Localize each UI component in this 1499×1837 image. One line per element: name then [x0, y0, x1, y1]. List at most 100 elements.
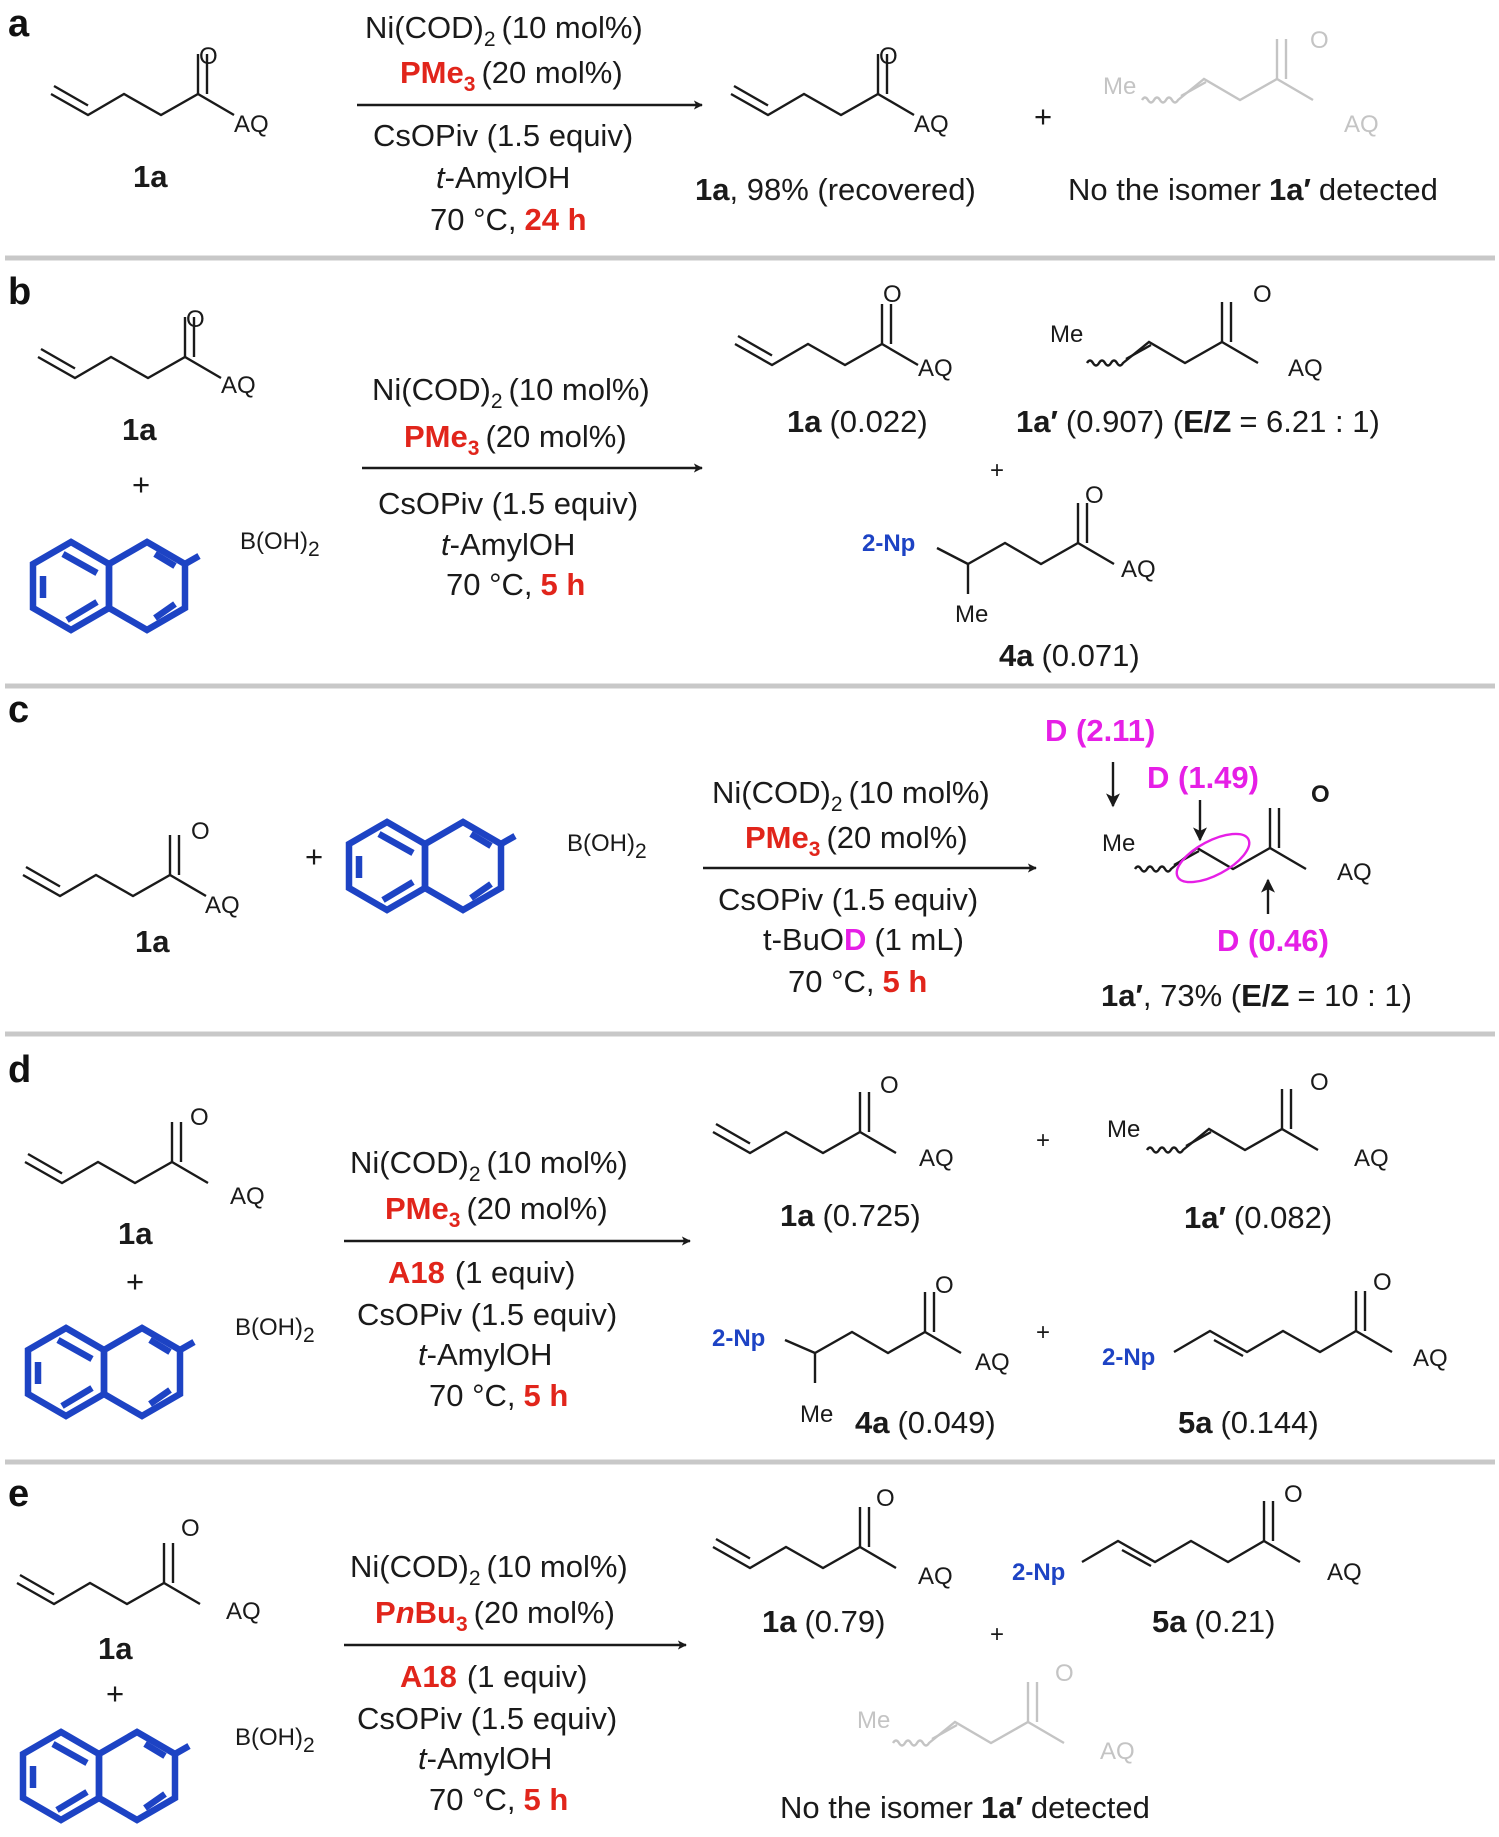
aq-label: AQ	[1337, 859, 1372, 886]
oxygen-label: O	[186, 306, 205, 333]
additive: A18(1 equiv)	[400, 1659, 587, 1694]
aq-label: AQ	[914, 111, 949, 138]
panel-label-b: b	[8, 271, 31, 313]
base: CsOPiv (1.5 equiv)	[718, 882, 978, 917]
naphthyl-label: 2-Np	[712, 1325, 765, 1352]
methyl-label: Me	[1107, 1116, 1140, 1143]
conditions-c: Ni(COD)2(10 mol%) PMe3(20 mol%) CsOPiv (…	[703, 775, 1037, 999]
catalyst: Ni(COD)2(10 mol%)	[712, 775, 990, 816]
temperature-time: 70 °C,5 h	[788, 964, 927, 999]
naphthylboronic-acid: B(OH)2	[28, 1314, 315, 1416]
ligand: PMe3(20 mol%)	[400, 55, 623, 96]
methyl-label: Me	[857, 1707, 890, 1734]
aq-label: AQ	[1121, 556, 1156, 583]
aq-label: AQ	[975, 1349, 1010, 1376]
panel-b: b O AQ 1a + B(OH)2 Ni(COD)2(10 mol%) PMe…	[8, 271, 1380, 673]
reactant-name: 1a	[122, 412, 157, 447]
reactant-name: 1a	[118, 1216, 153, 1251]
plus-sign: +	[990, 457, 1004, 484]
ligand: PMe3(20 mol%)	[385, 1191, 608, 1232]
aq-label: AQ	[918, 355, 953, 382]
deuterium-label-alkene: D (1.49)	[1147, 760, 1259, 795]
additive: A18(1 equiv)	[388, 1255, 575, 1290]
product-5a-value: 5a(0.21)	[1152, 1604, 1275, 1639]
naphthyl-label: 2-Np	[1012, 1559, 1065, 1586]
oxygen-label: O	[1373, 1269, 1392, 1296]
oxygen-label: O	[1310, 1069, 1329, 1096]
oxygen-label: O	[879, 43, 898, 70]
boronic-acid-label: B(OH)2	[235, 1314, 315, 1347]
product-4a: 2-Np Me O AQ	[862, 482, 1156, 628]
naphthyl-label: 2-Np	[1102, 1344, 1155, 1371]
catalyst: Ni(COD)2(10 mol%)	[372, 372, 650, 413]
catalyst: Ni(COD)2(10 mol%)	[350, 1145, 628, 1186]
reactant-1a: O AQ	[21, 818, 240, 919]
aq-label: AQ	[918, 1563, 953, 1590]
reactant-name: 1a	[135, 924, 170, 959]
temperature-time: 70 °C,5 h	[429, 1782, 568, 1817]
naphthylboronic-acid: B(OH)2	[33, 528, 320, 630]
panel-c: c O AQ 1a + B(OH)2 Ni(COD)2(10 mol%) PMe…	[8, 689, 1412, 1013]
aq-label: AQ	[221, 372, 256, 399]
isomer-1a-prime-grey: Me O AQ	[857, 1660, 1135, 1765]
product-1a-value: 1a(0.022)	[787, 404, 928, 439]
product-4a-value: 4a(0.049)	[855, 1405, 996, 1440]
deuterium-alkene-highlight	[1175, 832, 1251, 884]
product-5a: 2-Np O AQ	[1102, 1269, 1448, 1372]
methyl-label: Me	[955, 601, 988, 628]
panel-e: e O AQ 1a + B(OH)2 Ni(COD)2(10 mol%) PnB…	[8, 1473, 1362, 1825]
oxygen-label: O	[876, 1485, 895, 1512]
aq-label: AQ	[1100, 1738, 1135, 1765]
oxygen-label: O	[1253, 281, 1272, 308]
plus-sign: +	[132, 467, 150, 502]
product-1a-value: 1a(0.79)	[762, 1604, 885, 1639]
base: CsOPiv (1.5 equiv)	[378, 486, 638, 521]
aq-label: AQ	[205, 892, 240, 919]
reactant-name: 1a	[133, 159, 168, 194]
aq-label: AQ	[1327, 1559, 1362, 1586]
aq-label: AQ	[1344, 111, 1379, 138]
solvent: t-AmylOH	[418, 1337, 552, 1372]
naphthyl-label: 2-Np	[862, 530, 915, 557]
reactant-name: 1a	[98, 1631, 133, 1666]
deuterium-label-methyl: D (2.11)	[1045, 713, 1155, 748]
panel-label-c: c	[8, 689, 29, 731]
plus-sign: +	[1036, 1127, 1050, 1154]
aq-label: AQ	[1413, 1345, 1448, 1372]
methyl-label: Me	[800, 1401, 833, 1428]
conditions-a: Ni(COD)2(10 mol%) PMe3(20 mol%) CsOPiv (…	[357, 10, 703, 237]
catalyst: Ni(COD)2(10 mol%)	[365, 10, 643, 51]
oxygen-label: O	[1055, 1660, 1074, 1687]
base: CsOPiv (1.5 equiv)	[373, 118, 633, 153]
product-1a: O AQ	[711, 1485, 953, 1590]
oxygen-label: O	[190, 1104, 209, 1131]
base: CsOPiv (1.5 equiv)	[357, 1701, 617, 1736]
conditions-b: Ni(COD)2(10 mol%) PMe3(20 mol%) CsOPiv (…	[362, 372, 703, 602]
oxygen-label: O	[1284, 1481, 1303, 1508]
product-1a-prime: Me O AQ	[1050, 281, 1323, 382]
solvent: t-AmylOH	[441, 527, 575, 562]
conditions-d: Ni(COD)2(10 mol%) PMe3(20 mol%) A18(1 eq…	[344, 1145, 691, 1413]
plus-sign: +	[990, 1621, 1004, 1648]
panel-d: d O AQ 1a + B(OH)2 Ni(COD)2(10 mol%) PMe…	[8, 1049, 1448, 1440]
reactant-1a: O AQ	[49, 43, 269, 138]
plus-sign: +	[106, 1676, 124, 1711]
naphthylboronic-acid: B(OH)2	[23, 1724, 315, 1820]
aq-label: AQ	[919, 1145, 954, 1172]
plus-sign: +	[1036, 1319, 1050, 1346]
panel-label-d: d	[8, 1049, 31, 1091]
product-1a-value: 1a(0.725)	[780, 1198, 921, 1233]
product-1a-prime-result: 1a′, 73% (E/Z= 10 : 1)	[1101, 978, 1412, 1013]
plus-sign: +	[305, 839, 323, 874]
boronic-acid-label: B(OH)2	[567, 830, 647, 863]
plus-sign: +	[126, 1264, 144, 1299]
product-1a-prime-value: 1a′(0.082)	[1184, 1200, 1332, 1235]
oxygen-label: O	[181, 1515, 200, 1542]
aq-label: AQ	[1354, 1145, 1389, 1172]
temperature-time: 70 °C,24 h	[430, 202, 587, 237]
solvent: t-AmylOH	[418, 1741, 552, 1776]
isomer-1a-prime-grey: Me O AQ	[1103, 27, 1379, 138]
aq-label: AQ	[234, 111, 269, 138]
ligand: PnBu3(20 mol%)	[375, 1595, 615, 1636]
